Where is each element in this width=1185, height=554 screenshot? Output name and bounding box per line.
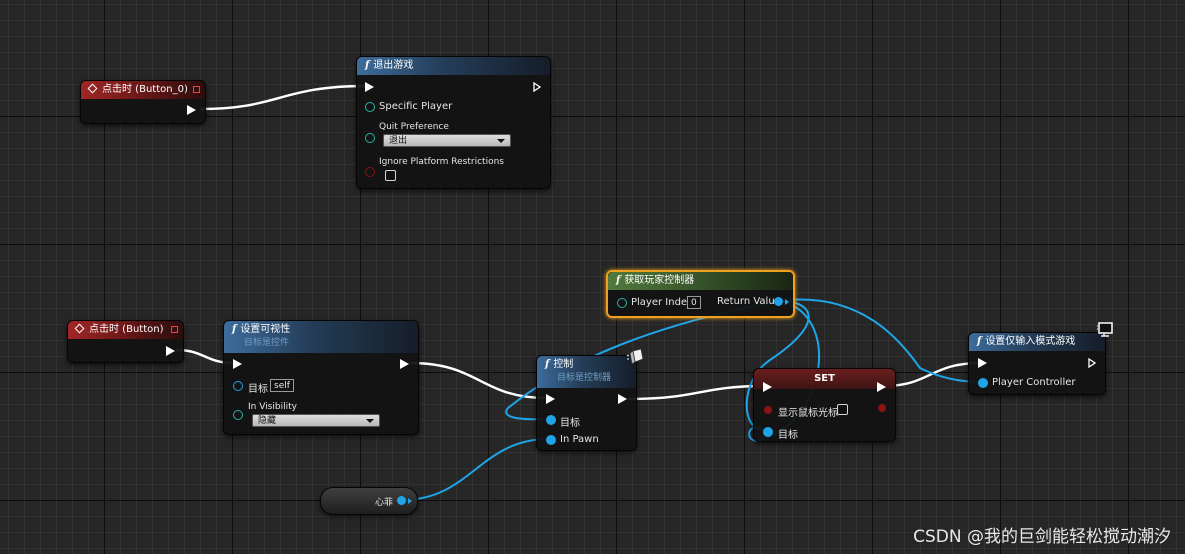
function-title: 退出游戏 <box>373 60 414 71</box>
exec-output-pin[interactable] <box>877 382 886 392</box>
quit-preference-pin[interactable] <box>365 133 375 143</box>
exec-input-pin[interactable] <box>978 358 987 368</box>
function-subtitle: 目标是控件 <box>244 338 290 348</box>
function-title: 设置仅输入模式游戏 <box>985 336 1076 347</box>
in-visibility-label: In Visibility <box>248 402 297 412</box>
delegate-pin[interactable] <box>171 326 178 333</box>
function-icon: f <box>232 324 237 335</box>
player-controller-label: Player Controller <box>992 377 1076 388</box>
show-cursor-output-pin[interactable] <box>878 404 886 412</box>
exec-output-pin[interactable] <box>187 105 196 115</box>
function-subtitle: 目标是控制器 <box>557 373 612 383</box>
exec-input-pin[interactable] <box>365 82 374 92</box>
target-label: 目标 <box>778 430 798 441</box>
variable-output-pin[interactable] <box>397 496 406 505</box>
target-pin[interactable] <box>763 427 773 437</box>
exec-input-pin[interactable] <box>546 394 555 404</box>
ignore-platform-label: Ignore Platform Restrictions <box>379 157 504 167</box>
exec-output-pin[interactable] <box>533 82 541 92</box>
exec-output-pin[interactable] <box>166 346 175 356</box>
quit-preference-value: 退出 <box>389 136 408 146</box>
exec-wire-possess-to-set <box>627 384 765 401</box>
variable-get-node-heart[interactable]: 心菲 <box>320 487 418 515</box>
set-node-header: SET <box>754 369 895 389</box>
watermark-text: CSDN @我的巨剑能轻松搅动潮汐 <box>913 527 1171 547</box>
show-cursor-label: 显示鼠标光标 <box>778 408 838 419</box>
pin-arrow-icon <box>785 299 789 305</box>
exec-output-pin[interactable] <box>618 394 627 404</box>
ignore-platform-pin[interactable] <box>365 167 375 177</box>
player-index-pin[interactable] <box>617 298 627 308</box>
target-pin[interactable] <box>233 381 243 391</box>
event-node-header: 点击时 (Button) <box>68 321 183 339</box>
event-icon <box>87 83 98 94</box>
in-pawn-pin[interactable] <box>546 435 556 445</box>
server-only-icon <box>626 348 644 365</box>
chevron-down-icon <box>366 419 374 423</box>
player-controller-pin[interactable] <box>978 378 988 388</box>
exec-input-pin[interactable] <box>763 382 772 392</box>
in-pawn-label: In Pawn <box>560 434 599 445</box>
exec-output-pin[interactable] <box>1088 358 1096 368</box>
exec-input-pin[interactable] <box>233 359 242 369</box>
event-icon <box>74 323 85 334</box>
return-value-label: Return Value <box>717 296 781 307</box>
event-node-on-clicked-button[interactable]: 点击时 (Button) <box>67 320 184 363</box>
target-label: 目标 <box>248 384 268 395</box>
function-icon: f <box>977 336 982 347</box>
delegate-pin[interactable] <box>193 86 200 93</box>
event-node-header: 点击时 (Button_0) <box>81 81 205 99</box>
specific-player-pin[interactable] <box>365 102 375 112</box>
variable-label: 心菲 <box>375 498 394 508</box>
target-self-field[interactable]: self <box>270 379 294 392</box>
target-pin[interactable] <box>546 415 556 425</box>
data-wire-heart-to-inpawn <box>401 438 548 501</box>
event-title: 点击时 (Button_0) <box>102 84 188 95</box>
client-only-icon <box>1097 322 1113 337</box>
in-visibility-value: 隐藏 <box>258 416 277 426</box>
function-icon: f <box>545 359 550 370</box>
exec-wire-set-to-inputmode <box>883 361 982 388</box>
exec-output-pin[interactable] <box>400 359 409 369</box>
exec-wire-click0-to-quit <box>199 84 367 111</box>
pure-title: 获取玩家控制器 <box>624 275 695 286</box>
specific-player-label: Specific Player <box>379 101 453 112</box>
show-cursor-checkbox[interactable] <box>837 404 848 415</box>
target-label: 目标 <box>560 418 580 429</box>
quit-preference-label: Quit Preference <box>379 122 449 132</box>
function-icon: f <box>616 275 621 286</box>
in-visibility-dropdown[interactable]: 隐藏 <box>252 414 380 427</box>
pin-arrow-icon <box>408 498 412 504</box>
event-node-on-clicked-button0[interactable]: 点击时 (Button_0) <box>80 80 206 124</box>
quit-preference-dropdown[interactable]: 退出 <box>383 134 511 147</box>
variable-set-node-show-mouse-cursor[interactable]: SET 显示鼠标光标 目标 <box>753 368 896 442</box>
chevron-down-icon <box>497 139 505 143</box>
function-title: 控制 <box>553 359 574 370</box>
show-cursor-input-pin[interactable] <box>764 406 772 414</box>
player-index-label: Player Index <box>631 297 693 308</box>
function-icon: f <box>365 60 370 71</box>
exec-wire-setvis-to-possess <box>409 361 548 400</box>
function-title: 设置可视性 <box>240 324 291 335</box>
player-index-field[interactable]: 0 <box>687 296 701 309</box>
event-title: 点击时 (Button) <box>89 324 164 335</box>
set-title: SET <box>814 373 835 384</box>
ignore-platform-checkbox[interactable] <box>385 170 396 181</box>
in-visibility-pin[interactable] <box>233 410 243 420</box>
return-value-pin[interactable] <box>774 297 783 306</box>
